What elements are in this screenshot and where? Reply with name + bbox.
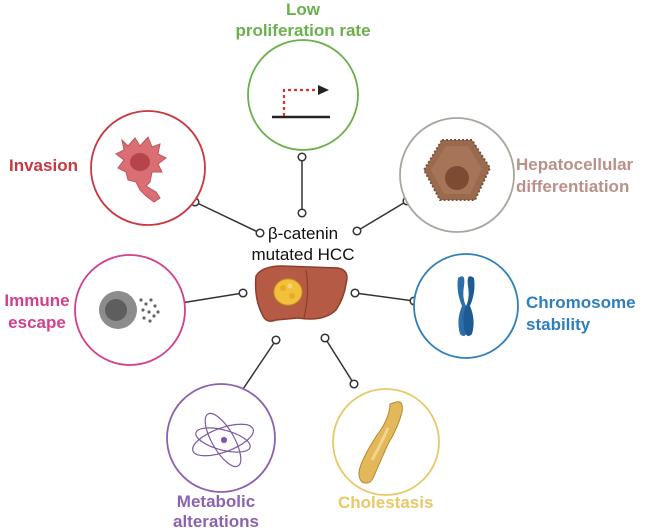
chromosome-stability-label: Chromosome stability [526,293,636,335]
hepatocellular-differentiation-node [399,117,515,233]
label-line: escape [8,313,66,332]
invasion-label: Invasion [9,156,78,176]
cholestasis-label: Cholestasis [338,493,433,513]
label-line: Cholestasis [338,493,434,512]
label-line: stability [526,315,591,334]
transcription-arrow-icon [272,85,330,119]
label-line: Chromosome [526,293,636,312]
immune-cell-icon [99,291,160,329]
chromosome-stability-node [413,253,519,359]
label-line: proliferation rate [235,21,371,40]
low-proliferation-label: Low [262,0,344,20]
metabolic-alterations-node [166,383,276,493]
cholestasis-node [332,388,440,496]
low-proliferation-node [247,39,359,151]
low-proliferation-label-2: proliferation rate [222,21,384,41]
bile-duct-icon [358,401,403,484]
invasion-node [90,110,206,226]
label-line: Immune [4,291,70,310]
metabolic-alterations-label: Metabolic alterations [160,492,272,532]
immune-escape-node [74,254,186,366]
center-title: β-catenin mutated HCC [238,223,368,265]
immune-escape-label: Immune escape [0,291,74,333]
invasive-cell-icon [115,136,167,203]
label-line: Hepatocellular [516,155,634,174]
label-line: Invasion [9,156,78,175]
hepatocellular-differentiation-label: Hepatocellular differentiation [516,155,633,197]
label-line: Low [286,0,320,19]
chromosome-icon [457,276,475,336]
label-line: differentiation [516,177,630,196]
liver-with-tumor-icon [254,265,348,322]
metabolism-orbit-icon [192,412,254,468]
label-line: Metabolic [176,492,256,511]
hepatocyte-icon [422,139,492,201]
center-title-line2: mutated HCC [251,245,355,264]
label-line: alterations [173,512,259,531]
center-title-line1: β-catenin [267,224,339,243]
